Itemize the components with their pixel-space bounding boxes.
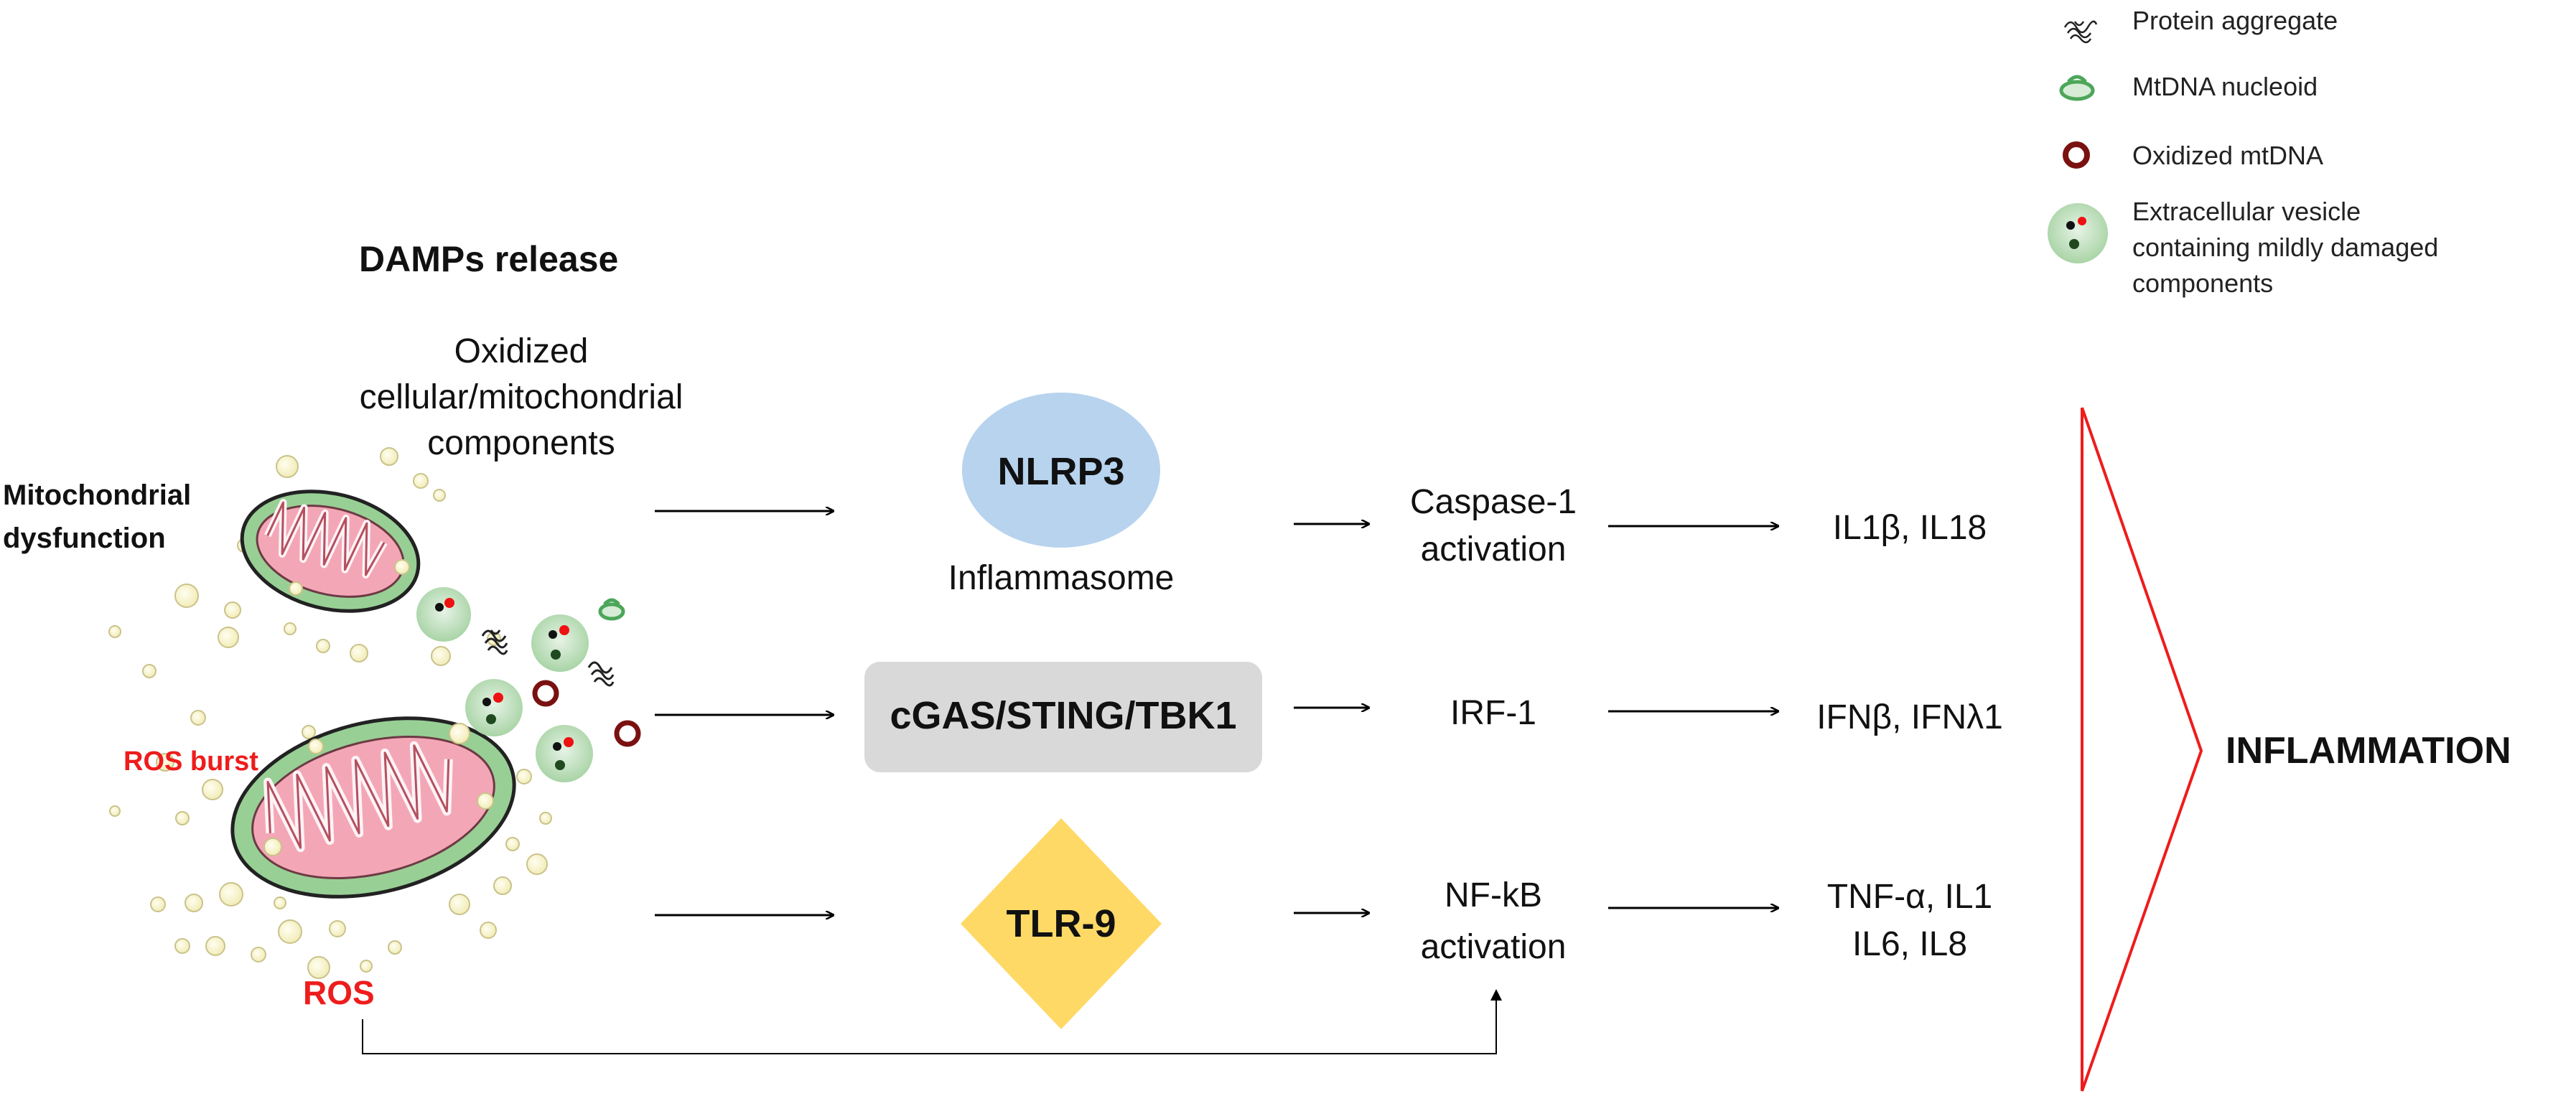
nfkb-line1: NF-kB [1445,876,1542,914]
protein-aggregate-icon [2063,20,2098,44]
cgas-box [864,662,1262,772]
inflammation-wedge [2081,407,2203,1092]
irf-label: IRF-1 [1450,694,1536,732]
legend-protein-aggregate: Protein aggregate [2132,6,2338,35]
oxidized-line3: components [427,424,615,462]
damps-title: DAMPs release [359,239,619,279]
caspase-line1: Caspase-1 [1409,483,1577,521]
il1b-label: IL1β, IL18 [1832,509,1987,547]
inflammasome-label: Inflammasome [948,559,1175,597]
vesicle-2 [531,614,589,672]
tlr9-diamond [961,818,1162,1029]
vesicle-4 [536,725,593,782]
vesicle-3 [465,679,523,736]
nfkb-line2: activation [1420,928,1567,966]
extracellular-vesicle-icon [2048,203,2108,263]
caspase-line2: activation [1420,530,1567,568]
mitochondrion-lower [230,716,516,899]
protein-aggregate-2 [587,661,615,687]
vesicle-1 [416,587,471,642]
inflammation-label: INFLAMMATION [2226,730,2511,772]
tlr9-label: TLR-9 [1006,902,1116,945]
protein-aggregate-1 [481,629,508,655]
oxidized-mtdna-icon [2063,141,2090,169]
arrow-ros-nfkb-head [1490,989,1502,1001]
mtdna-nucleoid-icon [2059,75,2095,101]
tnf-line2: IL6, IL8 [1852,925,1968,963]
oxidized-line1: Oxidized [454,332,589,370]
ros-burst-label: ROS burst [123,746,258,777]
tnf-line1: TNF-α, IL1 [1826,878,1993,916]
mito-dysfunction-line1: Mitochondrial [3,479,192,511]
oxidized-mtdna-1 [532,680,559,707]
legend-vesicle-line2: containing mildly damaged [2132,233,2439,262]
mitochondrial-cluster [108,447,641,979]
arrow-ros-nfkb [362,996,1497,1054]
oxidized-mtdna-2 [614,720,641,747]
legend-mtdna-nucleoid: MtDNA nucleoid [2132,72,2318,101]
ros-label: ROS [303,974,375,1011]
legend-vesicle-line1: Extracellular vesicle [2132,197,2361,226]
nlrp3-ellipse [962,393,1160,548]
mito-dysfunction-line2: dysfunction [3,523,166,554]
oxidized-line2: cellular/mitochondrial [359,378,683,416]
legend-vesicle-line3: components [2132,268,2274,298]
nlrp3-label: NLRP3 [997,450,1125,493]
mitochondrion-upper [240,490,421,613]
mtdna-nucleoid [598,598,625,621]
legend-oxidized-mtdna: Oxidized mtDNA [2132,141,2324,170]
cgas-label: cGAS/STING/TBK1 [890,694,1237,737]
ifn-label: IFNβ, IFNλ1 [1816,698,2003,736]
